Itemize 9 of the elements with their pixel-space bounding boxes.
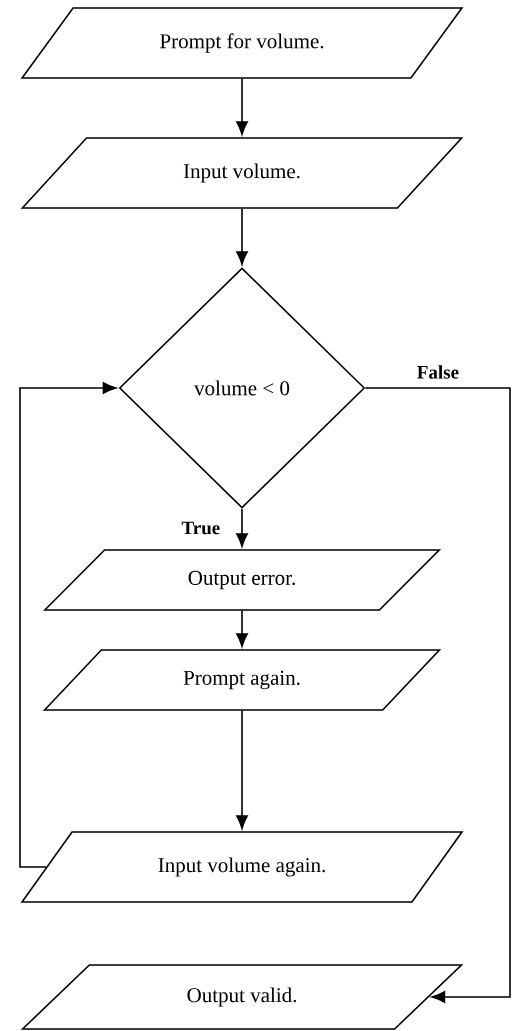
arrow xyxy=(236,508,248,547)
arrow xyxy=(236,610,248,647)
arrow xyxy=(236,710,248,829)
arrow xyxy=(19,382,117,868)
edge-label: True xyxy=(180,520,222,536)
edge-label: False xyxy=(415,364,460,380)
arrow xyxy=(236,78,248,135)
arrow xyxy=(236,208,248,265)
arrow xyxy=(364,387,511,1003)
